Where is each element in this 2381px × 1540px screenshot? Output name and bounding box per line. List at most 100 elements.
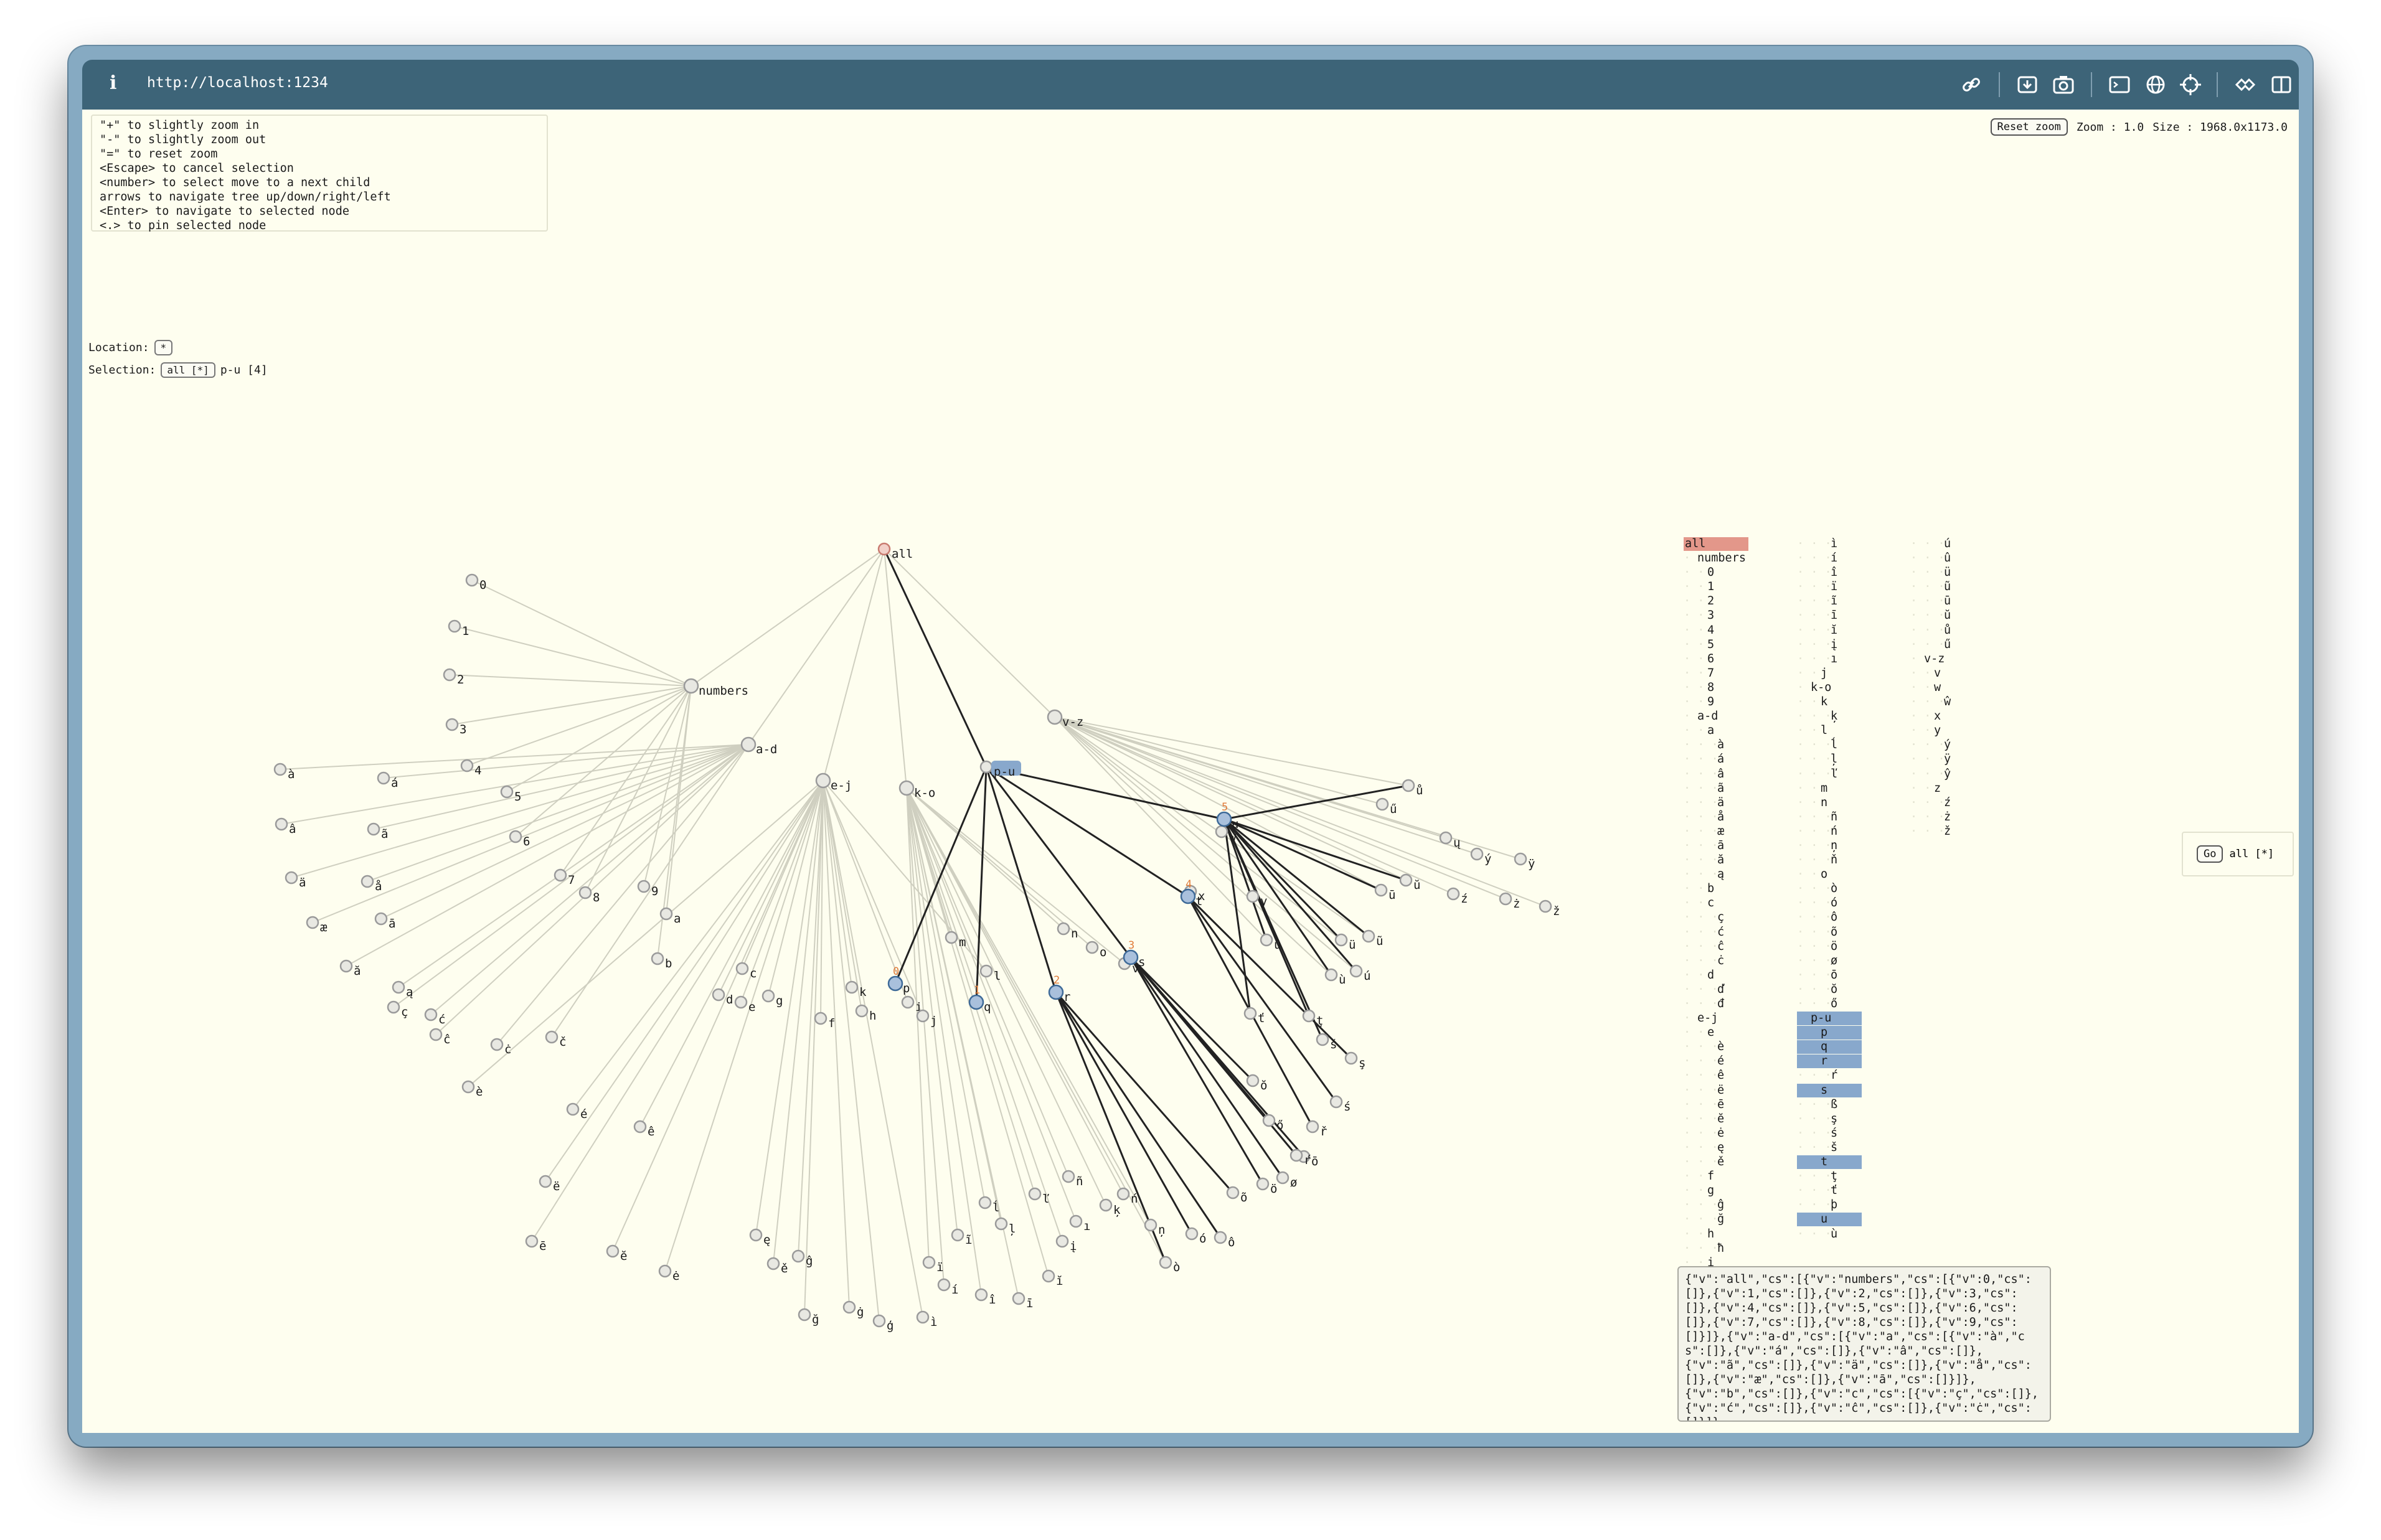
tree-node[interactable] [1085,941,1099,954]
terminal-icon[interactable] [2106,71,2133,98]
tree-list-item[interactable]: · · · á [1684,752,1732,766]
tree-node[interactable] [1185,1227,1199,1241]
tree-list-item[interactable]: · · · ń [1797,824,1837,838]
tree-list-item[interactable]: · p-u [1797,1011,1862,1026]
tree-list-item[interactable]: · · · ą [1684,867,1732,881]
tree-node[interactable] [461,1080,475,1094]
tree-list-item[interactable]: · · · ş [1797,1112,1837,1126]
address-bar[interactable]: http://localhost:1234 [147,75,328,91]
tree-list-item[interactable]: · · l [1797,723,1827,738]
tree-list-item[interactable]: · · · ċ [1684,954,1732,968]
tree-list-item[interactable]: · · · ĝ [1684,1198,1732,1212]
tree-node[interactable] [735,962,749,975]
tree-list-item[interactable]: · · u [1797,1212,1862,1227]
tree-node[interactable] [1306,1120,1319,1134]
tree-node[interactable] [898,780,915,796]
tree-list-item[interactable]: · · 0 [1684,565,1732,580]
tree-list-item[interactable]: · · 8 [1684,680,1732,695]
tree-list-item[interactable]: · · 4 [1684,623,1732,637]
tree-list-item[interactable]: · · · ė [1684,1126,1732,1140]
tree-list-item[interactable]: · · · æ [1684,824,1732,838]
tree-node[interactable] [1047,709,1063,725]
tree-node[interactable] [361,875,374,888]
tree-node[interactable] [545,1030,559,1044]
tree-node[interactable] [1439,831,1453,845]
tree-list-item[interactable]: · · · ę [1684,1140,1732,1155]
tree-list-item[interactable]: · · · õ [1797,925,1837,939]
tree-list-item[interactable]: · · · ő [1797,997,1837,1011]
tree-node[interactable] [490,1038,504,1051]
tree-node[interactable] [951,1228,964,1242]
tree-node[interactable] [683,678,699,694]
tree-list-item[interactable]: · · · ň [1797,853,1837,867]
tree-list-item[interactable]: · · · ů [1910,623,1951,637]
tree-node[interactable] [1262,1114,1276,1127]
tree-node[interactable] [1344,1051,1358,1065]
tree-node[interactable] [1123,949,1139,965]
tree-node[interactable] [734,995,748,1009]
tree-list-item[interactable]: · · q [1797,1040,1862,1054]
tree-node[interactable] [945,931,958,944]
tree-list-item[interactable]: · · · ā [1684,838,1732,853]
tree-node[interactable] [872,1314,886,1328]
tree-node[interactable] [1374,883,1388,897]
tree-list-item[interactable]: · · e [1684,1025,1732,1040]
tree-list-item[interactable]: · · · ù [1797,1227,1837,1241]
tree-node[interactable] [606,1244,620,1258]
tree-node[interactable] [1215,825,1228,838]
tree-list-item[interactable]: · · · â [1684,767,1732,781]
tree-node[interactable] [916,1310,930,1324]
tree-node[interactable] [424,1008,438,1021]
tree-node[interactable] [979,760,993,774]
location-chip[interactable]: * [154,340,173,355]
tree-list-item[interactable]: · · v [1910,666,1941,680]
tree-list-item[interactable]: · · b [1684,881,1732,896]
tree-list-item[interactable]: · · · ý [1910,738,1951,752]
tree-list-item[interactable]: · · · å [1684,810,1732,824]
tree-node[interactable] [1246,890,1260,903]
tree-node[interactable] [374,912,388,926]
tree-list-item[interactable]: · · · ś [1797,1126,1837,1140]
tree-node[interactable] [658,1264,672,1278]
tree-list-item[interactable]: · · 1 [1684,580,1732,594]
tree-node[interactable] [845,980,859,994]
tree-list-item[interactable]: · · · ŷ [1910,767,1951,781]
tree-list-item[interactable]: · · · ź [1910,796,1951,810]
tree-list-item[interactable]: · · w [1910,680,1941,695]
tree-list-item[interactable]: · · · ž [1910,824,1951,838]
tree-node[interactable] [392,980,405,994]
tree-node[interactable] [1256,1177,1270,1191]
tree-node[interactable] [901,995,915,1009]
tree-list-item[interactable]: · · · û [1910,551,1951,565]
tree-node[interactable] [1042,1269,1055,1283]
selection-chip[interactable]: all [*] [161,362,215,378]
tree-node[interactable] [554,868,567,882]
tree-node[interactable] [1055,1234,1069,1248]
tree-list-item[interactable]: · · · ļ [1797,752,1837,766]
tree-node[interactable] [842,1300,856,1314]
tree-node[interactable] [1470,847,1484,861]
tree-list-item[interactable]: · · · ë [1684,1083,1732,1097]
tree-node[interactable] [1334,933,1348,947]
tree-list-item[interactable]: · · · ĕ [1684,1112,1732,1126]
tree-list-item[interactable]: · · · ķ [1797,709,1837,723]
tree-list-item[interactable]: · · · ó [1797,896,1837,910]
tree-node[interactable] [651,952,664,965]
tree-list-item[interactable]: · · p [1797,1025,1862,1040]
tree-list-item[interactable]: · · · ø [1797,954,1837,968]
tree-list-item[interactable]: · · · ť [1797,1183,1837,1198]
tree-node[interactable] [968,994,984,1010]
tree-node[interactable] [1057,922,1070,936]
tree-list-item[interactable]: · · · ò [1797,881,1837,896]
tree-list-item[interactable]: · · y [1910,723,1941,738]
globe-icon[interactable] [2142,71,2169,98]
tree-list-item[interactable]: · e-j [1684,1011,1732,1025]
tree-node[interactable] [1099,1198,1113,1212]
tree-list-item[interactable]: · · r [1797,1054,1862,1069]
tree-list-item[interactable]: · · · đ [1684,997,1732,1011]
tree-list-item[interactable]: · · · ţ [1797,1169,1837,1183]
tree-list-item[interactable]: · · · ĉ [1684,939,1732,954]
tree-node[interactable] [814,1012,827,1025]
tree-list-item[interactable]: · · · ü [1910,565,1951,580]
tree-list-item[interactable]: · · · ô [1797,910,1837,924]
